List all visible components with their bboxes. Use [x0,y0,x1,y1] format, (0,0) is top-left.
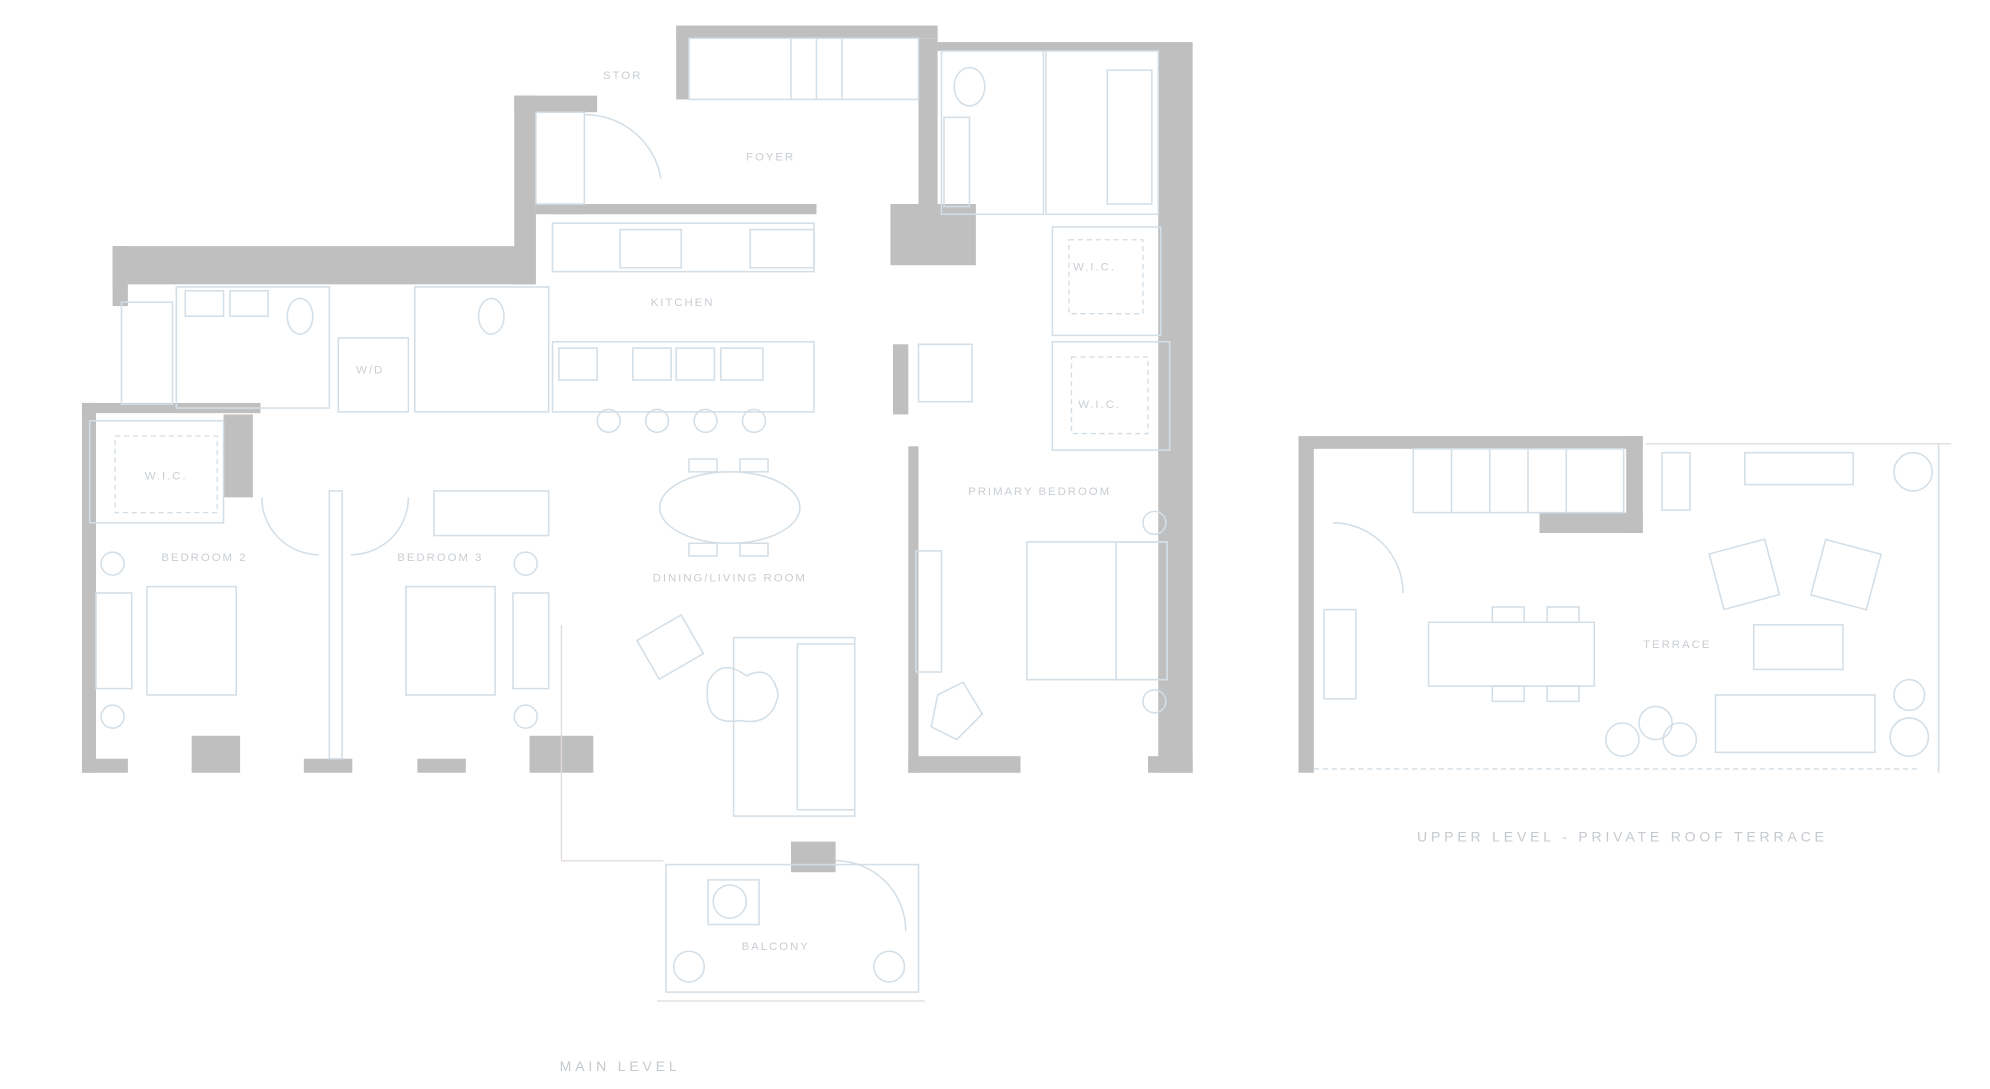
label-primary-bedroom: PRIMARY BEDROOM [968,486,1111,498]
label-foyer: FOYER [746,152,795,164]
label-wic-right-1: W.I.C. [1073,261,1116,273]
upper-furniture [1313,443,1952,773]
room-labels: STOR FOYER KITCHEN W.I.C. BEDROOM 2 BEDR… [145,70,1121,953]
label-dining-living: DINING/LIVING ROOM [653,572,807,584]
fixtures-and-furniture [88,37,1171,1002]
upper-level-caption: UPPER LEVEL - PRIVATE ROOF TERRACE [1417,829,1828,845]
label-wic-right-2: W.I.C. [1078,399,1121,411]
label-terrace: TERRACE [1643,639,1711,651]
main-level-plan: STOR FOYER KITCHEN W.I.C. BEDROOM 2 BEDR… [81,25,1193,1074]
label-wic-left: W.I.C. [145,470,188,482]
label-bedroom-2: BEDROOM 2 [161,552,247,564]
label-balcony: BALCONY [742,941,810,953]
label-bedroom-3: BEDROOM 3 [397,552,483,564]
main-level-caption: MAIN LEVEL [560,1058,681,1074]
upper-walls [1298,436,1643,773]
upper-level-plan: TERRACE UPPER LEVEL - PRIVATE ROOF TERRA… [1298,436,1952,845]
walls [81,25,1193,873]
label-storage: STOR [603,70,642,82]
label-kitchen: KITCHEN [651,297,715,309]
label-laundry: W/D [356,365,384,377]
